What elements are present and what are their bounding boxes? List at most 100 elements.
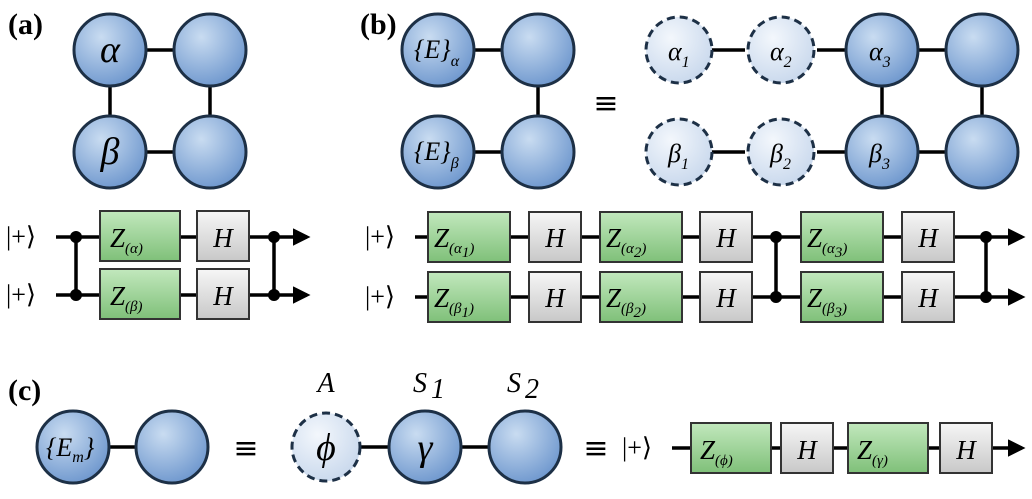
node <box>134 409 210 485</box>
node <box>172 12 248 88</box>
z-gate <box>99 268 181 320</box>
h-gate-label: H <box>917 283 939 313</box>
node <box>944 12 1020 88</box>
node-label: β3 <box>868 139 890 173</box>
cz-dot <box>70 289 82 301</box>
node-alpha-label: α <box>100 29 121 71</box>
node-gamma <box>387 409 463 485</box>
node-e-alpha-label: {E}α <box>414 35 460 70</box>
z-gate-label: Z(β) <box>110 281 143 315</box>
h-gate <box>939 422 993 474</box>
z-gate-label: Z(α3) <box>807 223 847 261</box>
equivalence-sign: ≡ <box>593 86 618 121</box>
h-gate-label: H <box>715 283 737 313</box>
z-gate <box>800 211 884 263</box>
h-gate <box>901 211 955 263</box>
z-gate <box>427 211 511 263</box>
z-gate-label: Z(β2) <box>606 283 646 321</box>
ket-plus-top: |+⟩ <box>365 222 395 251</box>
z-gate <box>800 271 884 323</box>
ket-plus: |+⟩ <box>622 433 652 462</box>
node-beta-label: β <box>100 131 120 173</box>
z-gate-label: Z(β3) <box>807 283 847 321</box>
ket-plus-bottom: |+⟩ <box>365 282 395 311</box>
h-gate-label: H <box>544 223 566 253</box>
h-gate-label: H <box>544 283 566 313</box>
node-alpha <box>72 12 148 88</box>
z-gate-label: Z(β1) <box>434 283 474 321</box>
equivalence-sign: ≡ <box>233 431 258 466</box>
node-beta-3 <box>844 114 920 190</box>
node-label: β1 <box>667 139 689 173</box>
node-e-beta <box>400 114 476 190</box>
ghost-node-alpha-1 <box>644 15 714 85</box>
node <box>487 409 563 485</box>
node <box>172 114 248 190</box>
node-e-m-label: {Em} <box>46 433 95 466</box>
z-gate <box>599 211 683 263</box>
h-gate <box>780 422 834 474</box>
node-label: α2 <box>770 37 792 71</box>
ket-plus-top: |+⟩ <box>6 222 36 251</box>
panel-a: (a) α β |+⟩ |+⟩ Z(α) Z(β) H H <box>6 8 311 320</box>
node <box>500 12 576 88</box>
h-gate-label: H <box>955 435 977 465</box>
h-gate-label: H <box>715 223 737 253</box>
z-gate <box>99 210 181 262</box>
node-e-alpha <box>400 12 476 88</box>
node <box>500 114 576 190</box>
node-beta <box>72 114 148 190</box>
panel-a-label: (a) <box>8 8 43 41</box>
cz-dot <box>980 291 992 303</box>
ghost-node-alpha-2 <box>746 15 816 85</box>
h-gate <box>196 210 250 262</box>
ghost-node-phi <box>290 411 362 483</box>
h-gate <box>699 211 753 263</box>
h-gate <box>196 268 250 320</box>
node-phi-label: ϕ <box>316 427 336 469</box>
h-gate <box>528 211 582 263</box>
cz-dot <box>70 231 82 243</box>
h-gate <box>901 271 955 323</box>
node-e-beta-label: {E}β <box>414 137 459 172</box>
h-gate-label: H <box>917 223 939 253</box>
cz-dot <box>770 291 782 303</box>
h-gate-label: H <box>212 281 234 311</box>
panel-c-label: (c) <box>8 374 41 407</box>
h-gate <box>699 271 753 323</box>
h-gate-label: H <box>796 435 818 465</box>
z-gate-label: Z(γ) <box>857 435 888 469</box>
z-gate-label: Z(α2) <box>606 223 646 261</box>
z-gate-label: Z(ϕ) <box>700 435 733 469</box>
ghost-node-beta-1 <box>644 117 714 187</box>
node <box>944 114 1020 190</box>
node-e-m <box>35 409 111 485</box>
node-gamma-label: γ <box>418 427 434 469</box>
z-gate <box>599 271 683 323</box>
panel-b: (b) {E}α {E}β ≡ α1 α2 α3 β1 β2 β3 <box>360 8 1026 323</box>
cz-dot <box>770 231 782 243</box>
equivalence-sign: ≡ <box>583 431 608 466</box>
cz-dot <box>268 231 280 243</box>
z-gate-label: Z(α1) <box>434 223 474 261</box>
cz-dot <box>268 289 280 301</box>
z-gate-label: Z(α) <box>110 223 143 257</box>
cz-dot <box>980 231 992 243</box>
z-gate <box>427 271 511 323</box>
h-gate <box>528 271 582 323</box>
h-gate-label: H <box>212 223 234 253</box>
z-gate <box>847 422 929 474</box>
panel-b-label: (b) <box>360 8 397 41</box>
node-label: α1 <box>668 37 690 71</box>
z-gate <box>690 422 772 474</box>
ket-plus-bottom: |+⟩ <box>6 280 36 309</box>
node-alpha-3 <box>844 12 920 88</box>
site-label-a: A <box>315 368 335 399</box>
node-label: α3 <box>869 37 891 71</box>
node-label: β2 <box>769 139 791 173</box>
ghost-node-beta-2 <box>746 117 816 187</box>
